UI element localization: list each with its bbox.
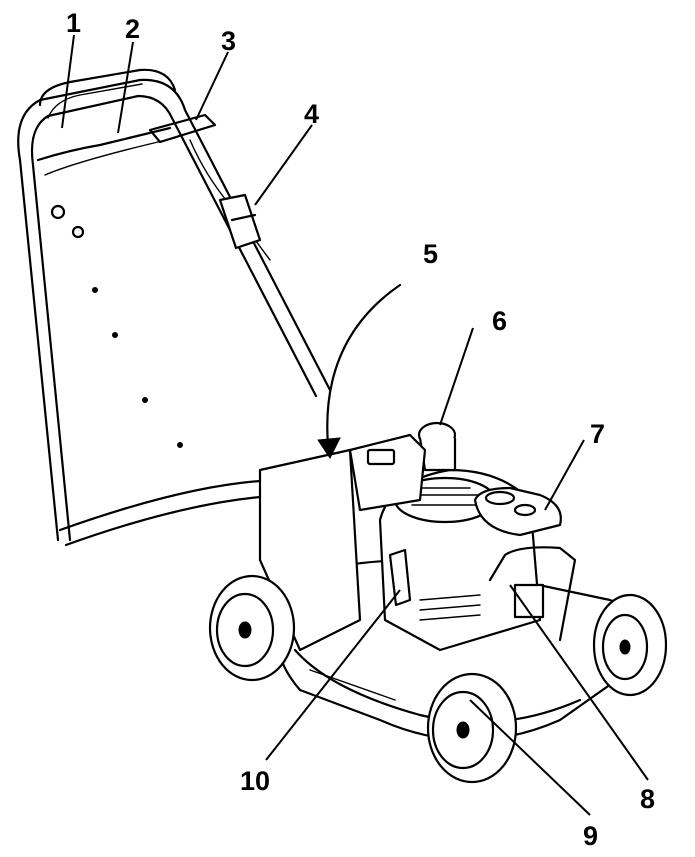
callout-8: 8 [640,784,655,814]
callout-labels: 1 2 3 4 5 6 7 8 9 10 [66,8,655,851]
handle-assembly [17,68,332,547]
callout-10: 10 [240,766,270,796]
curved-arrow [326,283,402,447]
rear-left-wheel [208,574,296,682]
callout-9: 9 [583,821,598,851]
front-left-wheel [426,672,518,784]
callout-6: 6 [492,306,507,336]
throttle-control [218,193,262,250]
callout-5: 5 [423,239,438,269]
callout-4: 4 [304,99,319,129]
callout-2: 2 [125,14,140,44]
upper-grip [36,126,172,162]
spark-plug [388,548,412,607]
front-right-wheel [592,593,668,697]
drive-lever [148,113,217,144]
engine [348,421,577,652]
callout-3: 3 [221,26,236,56]
bail-bar [38,68,177,107]
callout-1: 1 [66,8,81,38]
callout-leaders [61,34,649,816]
callout-7: 7 [590,419,605,449]
wheels [208,574,668,784]
